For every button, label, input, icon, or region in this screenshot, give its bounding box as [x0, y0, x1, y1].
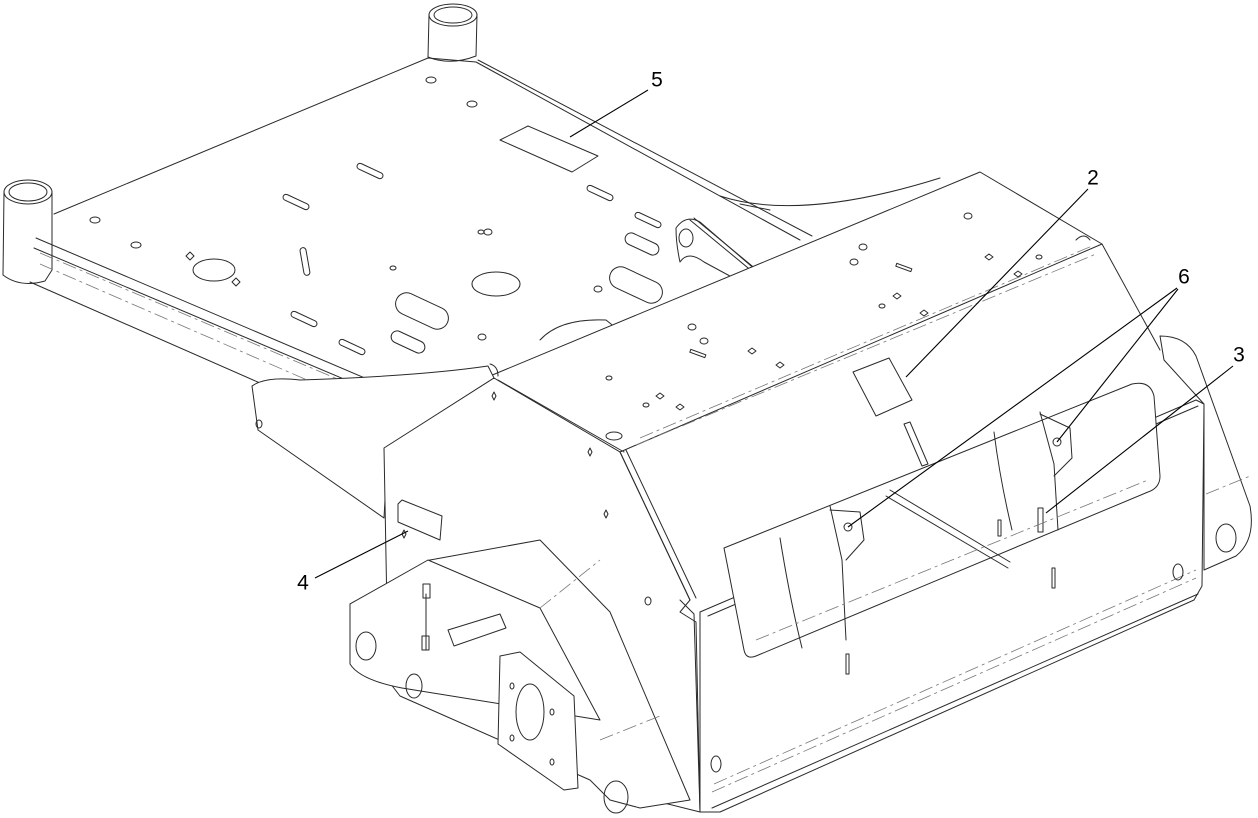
leader-6b	[1056, 288, 1179, 443]
leader-lines	[314, 89, 1234, 579]
front-mount-bracket	[349, 539, 691, 814]
leader-3	[1045, 365, 1234, 514]
callout-2: 2	[1087, 166, 1099, 190]
decal-2	[852, 357, 913, 417]
leader-4	[314, 530, 409, 579]
decal-5	[499, 125, 599, 173]
leader-2	[905, 188, 1089, 378]
main-frame-box	[251, 171, 1252, 813]
callout-6: 6	[1178, 265, 1190, 289]
decal-4	[397, 499, 443, 541]
callout-4: 4	[297, 571, 309, 595]
leader-5	[569, 89, 649, 138]
callout-3: 3	[1233, 343, 1245, 367]
platform-plate	[2, 3, 813, 404]
leader-6a	[847, 287, 1178, 528]
callout-5: 5	[651, 68, 663, 92]
